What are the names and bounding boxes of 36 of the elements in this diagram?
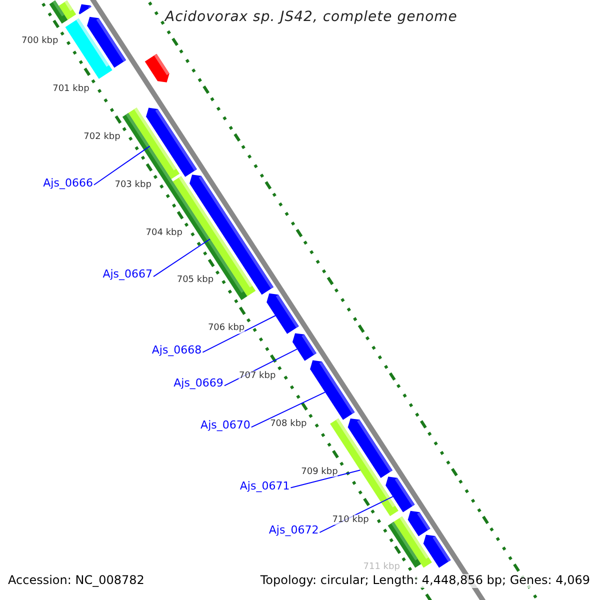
scale-label: 706 kbp — [208, 323, 245, 334]
leader-line — [93, 146, 150, 186]
scale-label: 704 kbp — [146, 227, 182, 238]
gene-feature — [87, 16, 126, 68]
gene-label: Ajs_0668 — [152, 344, 202, 358]
accession-text: Accession: NC_008782 — [8, 574, 144, 588]
gene-label: Ajs_0667 — [102, 268, 153, 282]
scale-label: 703 kbp — [114, 180, 152, 190]
leader-line — [290, 470, 361, 488]
scale-label: 705 kbp — [176, 275, 214, 286]
scale-label: 700 kbp — [22, 36, 58, 46]
gene-label: Ajs_0669 — [174, 378, 224, 391]
gene-feature — [266, 293, 299, 334]
genome-summary-text: Topology: circular; Length: 4,448,856 bp; Genes: 4,069 — [260, 574, 590, 588]
scale-label: 702 kbp — [84, 132, 120, 142]
leader-line — [153, 238, 211, 278]
map-title: Acidovorax sp. JS42, complete genome — [165, 9, 458, 26]
scale-label: 701 kbp — [52, 84, 90, 94]
gene-label: Ajs_0672 — [268, 524, 319, 538]
gene-feature — [386, 476, 415, 512]
gene-feature — [348, 418, 393, 478]
gene-label: Ajs_0666 — [43, 177, 93, 190]
leader-line — [250, 392, 326, 428]
scale-label: 710 kbp — [332, 514, 369, 525]
scale-label: 709 kbp — [301, 466, 338, 477]
gene-label: Ajs_0671 — [240, 480, 290, 493]
gene-feature — [292, 333, 316, 361]
scale-label: 707 kbp — [239, 370, 276, 382]
leader-line — [202, 315, 276, 353]
scale-label: 708 kbp — [270, 418, 307, 430]
gene-feature — [310, 360, 355, 420]
gene-feature — [78, 4, 92, 14]
gene-feature-bar — [49, 0, 68, 24]
gene-feature — [144, 54, 170, 82]
scale-label: 711 kbp — [363, 562, 400, 573]
gene-label: Ajs_0670 — [200, 420, 250, 432]
